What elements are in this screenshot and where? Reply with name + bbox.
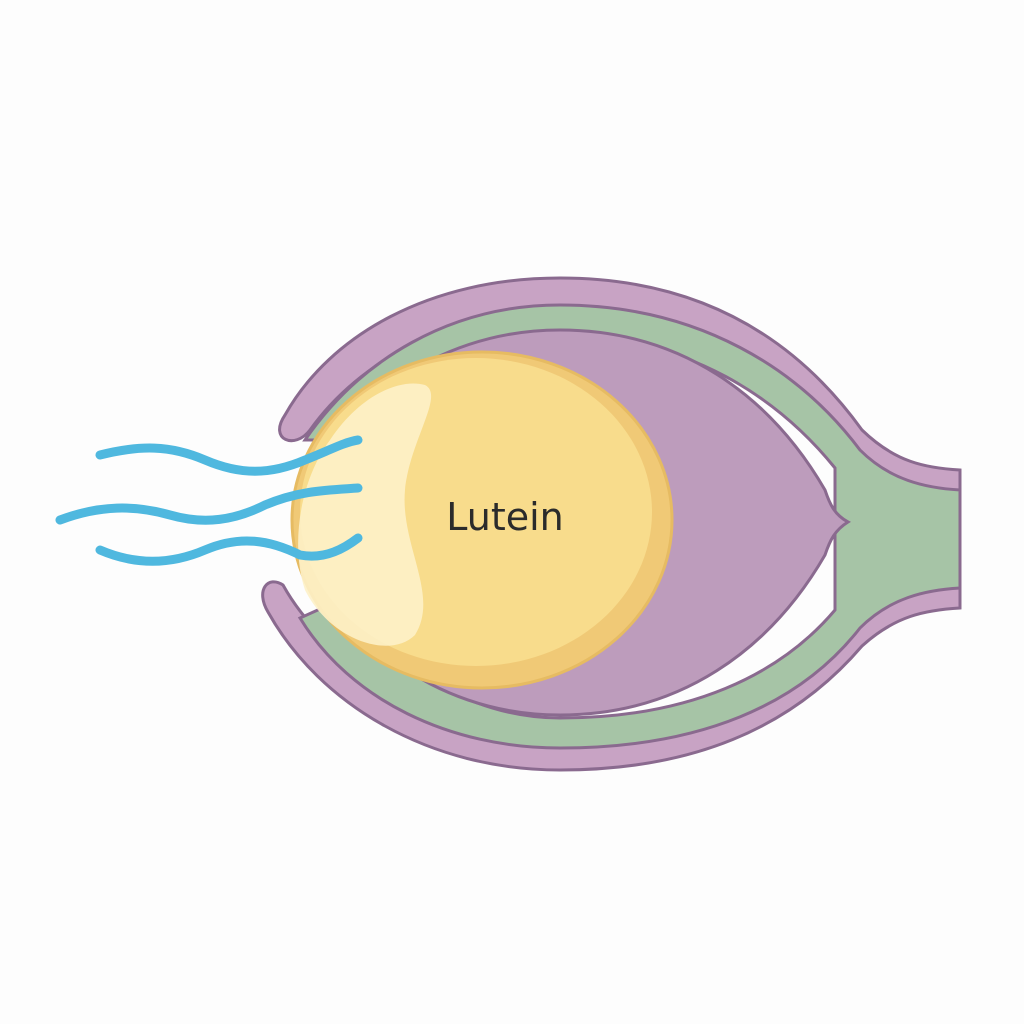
middle-layer-shape: [297, 303, 962, 750]
light-wave-bottom: [95, 533, 363, 566]
light-wave-middle: [55, 483, 363, 525]
lutein-label: Lutein: [446, 495, 564, 539]
light-wave-top: [95, 435, 363, 476]
